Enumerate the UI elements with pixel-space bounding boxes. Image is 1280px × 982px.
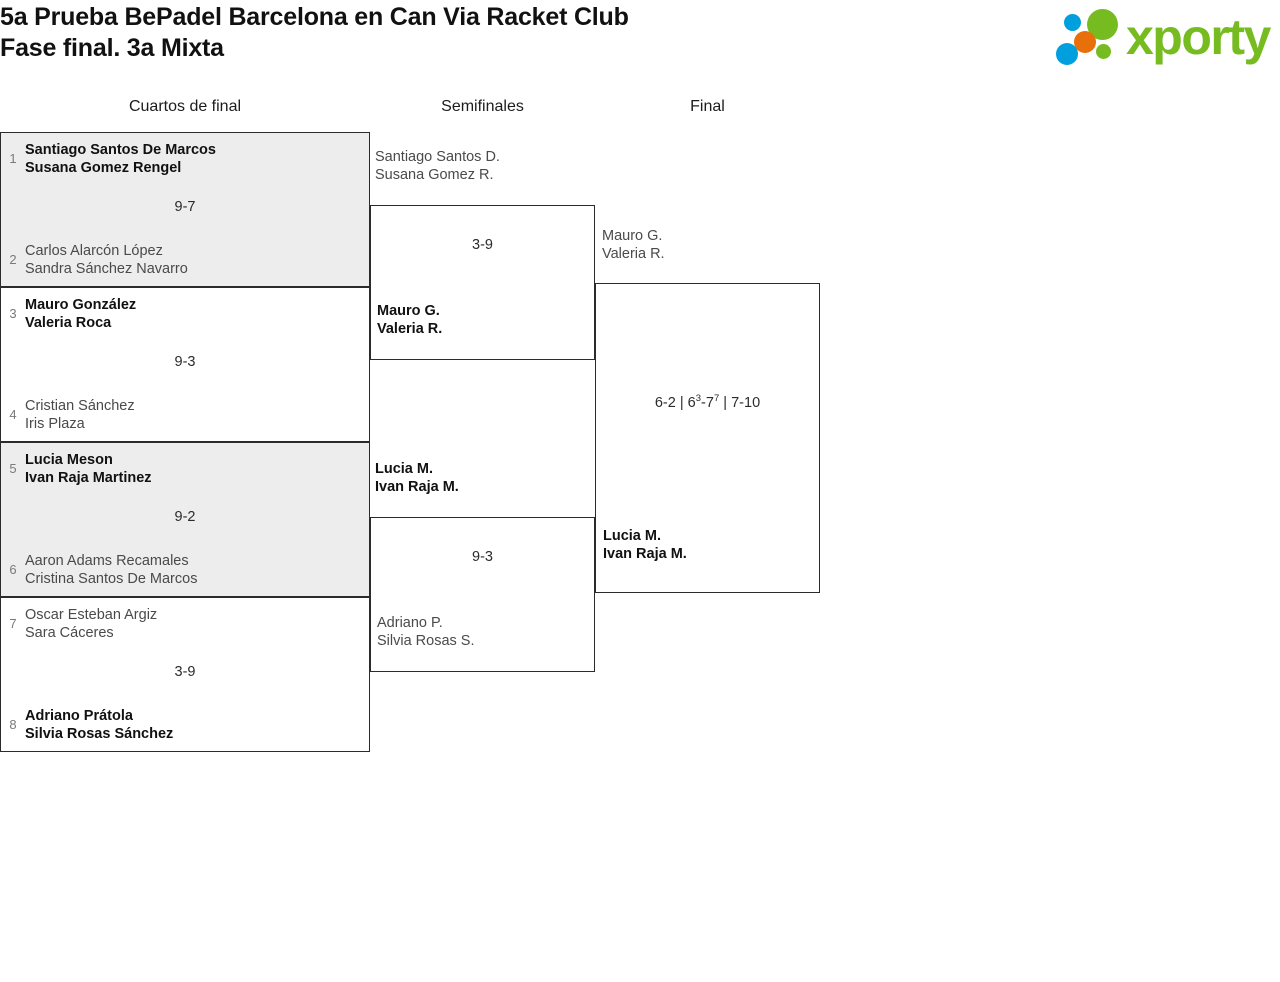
match-quarterfinal-4[interactable]: 7 Oscar Esteban Argiz Sara Cáceres 3-9 8…: [0, 597, 370, 752]
team-bottom: Adriano Prátola Silvia Rosas Sánchez: [1, 707, 369, 743]
match-semifinal-2[interactable]: 9-3 Adriano P. Silvia Rosas S.: [370, 517, 595, 672]
player-name: Cristina Santos De Marcos: [25, 571, 198, 587]
semifinal-2-top-team: Lucia M. Ivan Raja M.: [375, 460, 459, 496]
player-name: Sara Cáceres: [25, 625, 114, 641]
logo-dot-blue-small: [1064, 14, 1081, 31]
score-separator: |: [723, 395, 728, 411]
match-score: 9-3: [472, 549, 493, 565]
player-name: Oscar Esteban Argiz: [25, 607, 158, 623]
match-score: 9-7: [174, 199, 196, 215]
round-header-quarterfinals: Cuartos de final: [128, 98, 242, 115]
player-name: Ivan Raja M.: [603, 546, 687, 562]
player-name: Mauro G.: [377, 303, 440, 319]
match-score: 9-2: [174, 509, 196, 525]
match-score: 3-9: [174, 664, 196, 680]
tournament-name: 5a Prueba BePadel Barcelona en Can Via R…: [0, 3, 629, 31]
final-score-set2-a-tiebreak: 3: [695, 393, 702, 405]
seed-number: 2: [9, 252, 17, 267]
score-dash: -: [701, 395, 706, 411]
team-bottom: Mauro G. Valeria R.: [371, 302, 594, 338]
seed-number: 4: [9, 407, 17, 422]
final-score-set2-b: 7: [705, 395, 714, 411]
match-quarterfinal-1[interactable]: 1 Santiago Santos De Marcos Susana Gomez…: [0, 132, 370, 287]
player-name: Valeria Roca: [25, 315, 112, 331]
round-header-semifinals: Semifinales: [441, 98, 524, 115]
final-top-team: Mauro G. Valeria R.: [602, 227, 665, 263]
round-header-final: Final: [690, 98, 725, 115]
team-top: Lucia Meson Ivan Raja Martinez: [1, 451, 369, 487]
seed-number: 8: [9, 717, 17, 732]
match-quarterfinal-2[interactable]: 3 Mauro González Valeria Roca 9-3 4 Cris…: [0, 287, 370, 442]
final-score-set1: 6-2: [654, 395, 676, 411]
seed-number: 5: [9, 461, 17, 476]
logo-wordmark: xporty: [1126, 9, 1271, 65]
final-score-set2-b-tiebreak: 7: [713, 393, 720, 405]
match-score: 6-2 | 63-77 | 7-10: [596, 394, 819, 412]
player-name: Santiago Santos De Marcos: [25, 142, 216, 158]
player-name: Iris Plaza: [25, 416, 85, 432]
logo-dot-orange: [1074, 31, 1096, 53]
page-header: 5a Prueba BePadel Barcelona en Can Via R…: [0, 0, 1280, 90]
player-name: Aaron Adams Recamales: [25, 553, 189, 569]
match-score: 9-3: [174, 354, 196, 370]
player-name: Mauro G.: [602, 228, 663, 244]
player-name: Carlos Alarcón López: [25, 243, 163, 259]
player-name: Adriano Prátola: [25, 708, 133, 724]
team-top: Mauro González Valeria Roca: [1, 296, 369, 332]
player-name: Mauro González: [25, 297, 137, 313]
seed-number: 3: [9, 306, 17, 321]
team-top: Santiago Santos De Marcos Susana Gomez R…: [1, 141, 369, 177]
player-name: Susana Gomez R.: [375, 167, 494, 183]
player-name: Sandra Sánchez Navarro: [25, 261, 188, 277]
match-score: 3-9: [472, 237, 493, 253]
logo-dot-blue-large: [1056, 43, 1078, 65]
match-quarterfinal-3[interactable]: 5 Lucia Meson Ivan Raja Martinez 9-2 6 A…: [0, 442, 370, 597]
seed-number: 6: [9, 562, 17, 577]
page-title: 5a Prueba BePadel Barcelona en Can Via R…: [0, 2, 900, 64]
seed-number: 1: [9, 151, 17, 166]
score-separator: |: [679, 395, 684, 411]
semifinal-1-top-team: Santiago Santos D. Susana Gomez R.: [375, 148, 500, 184]
team-bottom: Aaron Adams Recamales Cristina Santos De…: [1, 552, 369, 588]
xporty-logo[interactable]: xporty: [1048, 6, 1278, 68]
player-name: Ivan Raja Martinez: [25, 470, 152, 486]
player-name: Lucia M.: [603, 528, 662, 544]
player-name: Susana Gomez Rengel: [25, 160, 182, 176]
tournament-phase: Fase final. 3a Mixta: [0, 34, 224, 62]
player-name: Silvia Rosas Sánchez: [25, 726, 174, 742]
player-name: Cristian Sánchez: [25, 398, 135, 414]
team-bottom: Lucia M. Ivan Raja M.: [596, 527, 819, 563]
team-bottom: Carlos Alarcón López Sandra Sánchez Nava…: [1, 242, 369, 278]
player-name: Valeria R.: [377, 321, 443, 337]
logo-dot-green-small: [1096, 44, 1111, 59]
final-score-set2-a: 6: [687, 395, 696, 411]
team-top: Oscar Esteban Argiz Sara Cáceres: [1, 606, 369, 642]
match-semifinal-1[interactable]: 3-9 Mauro G. Valeria R.: [370, 205, 595, 360]
player-name: Silvia Rosas S.: [377, 633, 475, 649]
player-name: Ivan Raja M.: [375, 479, 459, 495]
team-bottom: Cristian Sánchez Iris Plaza: [1, 397, 369, 433]
match-final[interactable]: 6-2 | 63-77 | 7-10 Lucia M. Ivan Raja M.: [595, 283, 820, 593]
player-name: Adriano P.: [377, 615, 443, 631]
final-score-set3: 7-10: [731, 395, 761, 411]
player-name: Lucia M.: [375, 461, 434, 477]
player-name: Lucia Meson: [25, 452, 113, 468]
seed-number: 7: [9, 616, 17, 631]
player-name: Valeria R.: [602, 246, 665, 262]
player-name: Santiago Santos D.: [375, 149, 500, 165]
team-bottom: Adriano P. Silvia Rosas S.: [371, 614, 594, 650]
